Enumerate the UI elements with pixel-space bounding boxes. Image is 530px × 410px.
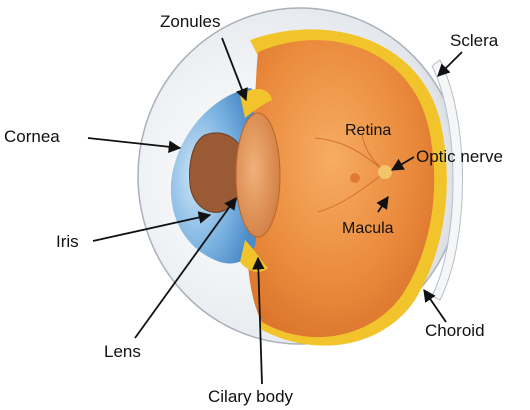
ciliary-body-label: Cilary body — [208, 387, 294, 406]
macula-spot — [350, 173, 360, 183]
iris-label: Iris — [56, 232, 79, 251]
zonules-label: Zonules — [160, 12, 220, 31]
macula-label: Macula — [342, 220, 394, 237]
cornea-label: Cornea — [4, 127, 60, 146]
optic-nerve-label: Optic nerve — [416, 147, 503, 166]
optic-disc — [378, 165, 392, 179]
choroid-label: Choroid — [425, 321, 485, 340]
lens — [236, 113, 280, 237]
sclera-label: Sclera — [450, 31, 499, 50]
retina-label: Retina — [345, 122, 391, 139]
lens-label: Lens — [104, 342, 141, 361]
